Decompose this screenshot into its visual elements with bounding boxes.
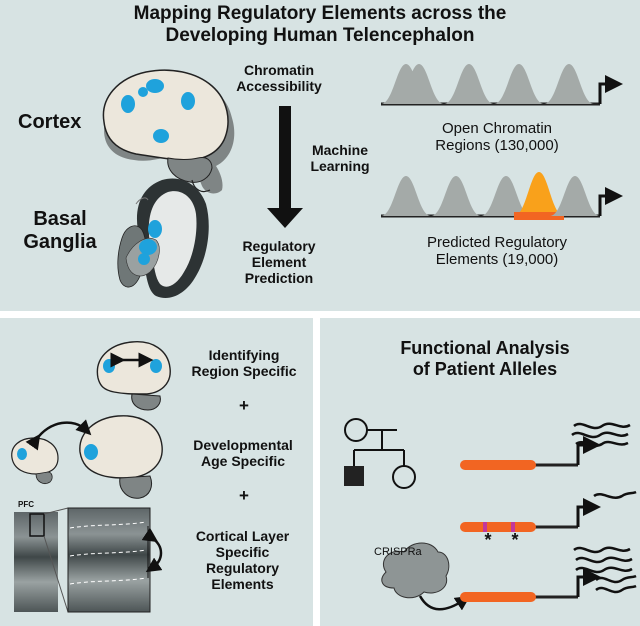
plus-2: + bbox=[239, 486, 249, 505]
bl-line1b: Region Specific bbox=[191, 363, 297, 380]
predicted-regulatory-peaks bbox=[381, 172, 623, 220]
age-specific-label: Developmental Age Specific bbox=[168, 437, 318, 469]
young-brain-icon bbox=[11, 437, 59, 484]
basal-label-line1: Basal bbox=[33, 208, 87, 230]
br-title-line1: Functional Analysis bbox=[400, 338, 570, 358]
open-chromatin-peaks bbox=[381, 64, 623, 106]
bl-line3a: Cortical Layer bbox=[195, 528, 290, 544]
blue-spot-icon bbox=[153, 129, 169, 143]
variant-element bbox=[460, 490, 637, 532]
pfc-mri-icon bbox=[14, 507, 151, 613]
ocr-line2: Regions (130,000) bbox=[435, 137, 559, 155]
step2-line1: Machine bbox=[311, 142, 368, 158]
bl-line2a: Developmental bbox=[193, 437, 293, 453]
open-chromatin-label: Open Chromatin Regions (130,000) bbox=[392, 120, 602, 155]
cortex-label: Cortex bbox=[18, 111, 82, 133]
bl-line2b: Age Specific bbox=[200, 453, 286, 470]
basal-ganglia-section-icon bbox=[117, 178, 209, 298]
functional-analysis-title: Functional Analysis of Patient Alleles bbox=[330, 338, 640, 379]
region-specific-label: Identifying Region Specific bbox=[174, 347, 314, 379]
highlighted-peak-icon bbox=[514, 172, 564, 216]
plus-1: + bbox=[239, 396, 249, 415]
variant-asterisk-2: * bbox=[511, 530, 519, 550]
layer-arrow-icon bbox=[141, 527, 163, 573]
basal-ganglia-label: Basal Ganglia bbox=[20, 208, 100, 254]
step-chromatin-accessibility: Chromatin Accessibility bbox=[224, 62, 334, 94]
step-machine-learning: Machine Learning bbox=[290, 142, 390, 174]
ocr-line1: Open Chromatin bbox=[441, 120, 553, 137]
crispra-icon bbox=[381, 542, 471, 611]
step1-line1: Chromatin bbox=[244, 62, 314, 78]
pedigree-icon bbox=[344, 418, 416, 489]
blue-spot-icon bbox=[138, 87, 148, 97]
activated-element bbox=[460, 546, 637, 602]
adult-brain-icon bbox=[79, 415, 163, 499]
wildtype-element bbox=[460, 422, 631, 470]
cortical-layer-label: Cortical Layer Specific Regulatory Eleme… bbox=[170, 528, 315, 592]
step3-line1: Regulatory bbox=[242, 238, 316, 254]
crispra-label: CRISPRa bbox=[374, 546, 422, 558]
bl-line1a: Identifying bbox=[208, 347, 280, 363]
predicted-elements-label: Predicted Regulatory Elements (19,000) bbox=[392, 234, 602, 269]
blue-spot-icon bbox=[146, 79, 164, 93]
title-line-1: Mapping Regulatory Elements across the bbox=[133, 3, 507, 24]
bl-line3d: Elements bbox=[211, 576, 274, 593]
bl-line3c: Regulatory bbox=[205, 560, 280, 577]
main-title: Mapping Regulatory Elements across the D… bbox=[20, 3, 620, 47]
age-arrow-icon bbox=[25, 419, 92, 451]
title-line-2: Developing Human Telencephalon bbox=[165, 24, 475, 46]
step2-line2: Learning bbox=[310, 158, 370, 175]
basal-label-line2: Ganglia bbox=[23, 231, 97, 253]
blue-spot-icon bbox=[181, 92, 195, 110]
pipeline-arrow-icon bbox=[267, 106, 303, 228]
step3-line2: Element bbox=[251, 254, 307, 271]
pfc-label: PFC bbox=[18, 500, 34, 509]
step3-line3: Prediction bbox=[244, 270, 314, 287]
br-title-line2: of Patient Alleles bbox=[412, 358, 558, 379]
pred-line1: Predicted Regulatory bbox=[426, 234, 568, 251]
variant-asterisk-1: * bbox=[484, 530, 492, 550]
top-panel bbox=[0, 0, 640, 311]
step1-line2: Accessibility bbox=[236, 78, 322, 95]
region-specific-brain-icon bbox=[96, 341, 171, 411]
pred-line2: Elements (19,000) bbox=[435, 251, 559, 269]
peak-icon bbox=[381, 64, 431, 104]
bl-line3b: Specific bbox=[215, 544, 270, 561]
step-regulatory-prediction: Regulatory Element Prediction bbox=[224, 238, 334, 286]
blue-spot-icon bbox=[121, 95, 135, 113]
cortex-brain-icon bbox=[102, 69, 235, 194]
